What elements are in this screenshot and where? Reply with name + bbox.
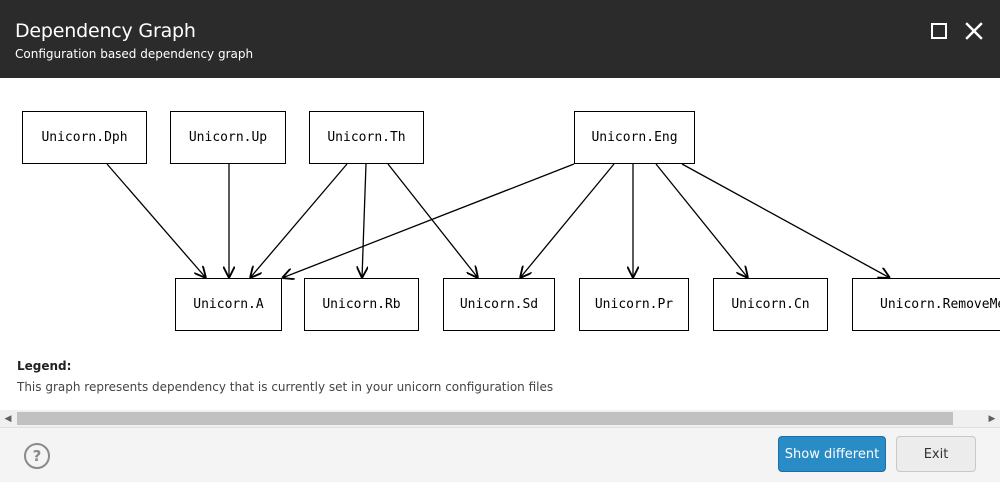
- node-unicorn-cn: Unicorn.Cn: [713, 278, 828, 331]
- edge-th-to-sd: [387, 163, 478, 278]
- node-unicorn-sd: Unicorn.Sd: [443, 278, 555, 331]
- edge-dph-to-a: [106, 163, 206, 278]
- maximize-icon[interactable]: [926, 18, 952, 44]
- graph-area: Unicorn.Dph Unicorn.Up Unicorn.Th Unicor…: [0, 78, 1000, 410]
- edge-eng-to-rm: [681, 163, 890, 278]
- legend-text: This graph represents dependency that is…: [17, 380, 554, 394]
- node-unicorn-rb: Unicorn.Rb: [304, 278, 419, 331]
- show-different-button[interactable]: Show different: [778, 436, 886, 472]
- dialog-title: Dependency Graph: [15, 20, 196, 42]
- node-unicorn-th: Unicorn.Th: [309, 111, 424, 164]
- node-unicorn-removeme: Unicorn.RemoveMe: [852, 278, 1000, 331]
- edge-th-to-rb: [362, 163, 366, 278]
- graph-edges: [106, 163, 1000, 348]
- node-unicorn-eng: Unicorn.Eng: [574, 111, 695, 164]
- edge-th-to-a: [250, 163, 348, 278]
- dialog-subtitle: Configuration based dependency graph: [15, 47, 254, 61]
- dialog-header: Dependency Graph Configuration based dep…: [0, 0, 1000, 78]
- close-icon[interactable]: [961, 18, 987, 44]
- horizontal-scrollbar[interactable]: ◀ ▶: [0, 410, 1000, 427]
- scroll-right-icon[interactable]: ▶: [988, 413, 996, 424]
- dialog-footer: ? Show different Exit: [0, 427, 1000, 482]
- node-unicorn-pr: Unicorn.Pr: [579, 278, 689, 331]
- node-unicorn-dph: Unicorn.Dph: [22, 111, 147, 164]
- legend-title: Legend:: [17, 359, 72, 373]
- node-unicorn-up: Unicorn.Up: [170, 111, 286, 164]
- edge-eng-to-sd: [520, 163, 615, 278]
- edge-eng-to-a: [282, 163, 575, 278]
- node-unicorn-a: Unicorn.A: [175, 278, 282, 331]
- exit-button[interactable]: Exit: [896, 436, 976, 472]
- scroll-left-icon[interactable]: ◀: [4, 413, 12, 424]
- edge-eng-to-cn: [655, 163, 748, 278]
- help-icon[interactable]: ?: [24, 443, 50, 469]
- scrollbar-thumb[interactable]: [17, 412, 953, 425]
